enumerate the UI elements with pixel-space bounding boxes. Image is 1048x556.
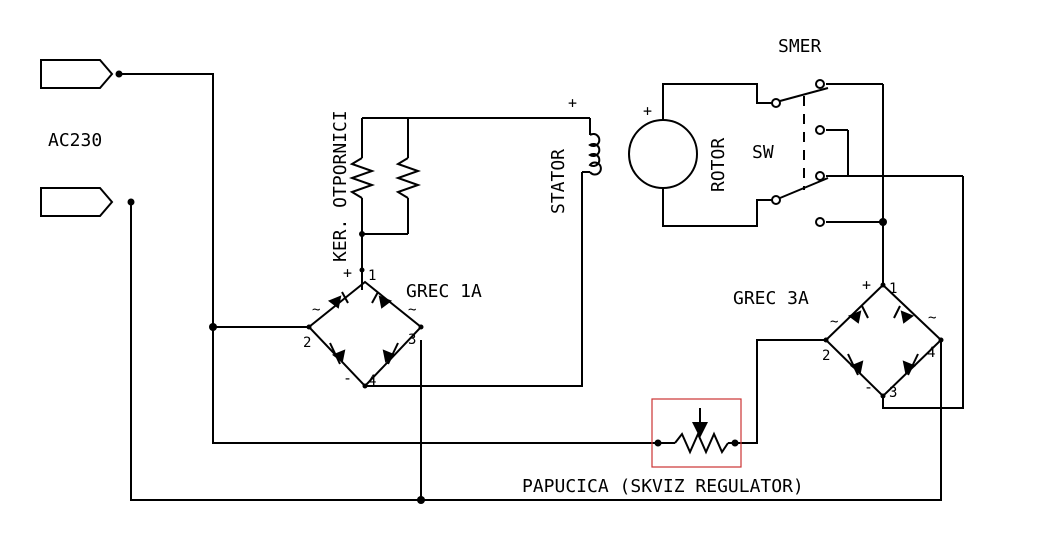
- direction-switch: [771, 79, 829, 227]
- bridge2-pin1: 1: [889, 281, 897, 297]
- bridge-rectifier-2: [824, 283, 943, 398]
- bridge1-tilde-right: ~: [408, 302, 416, 318]
- papucica-label: PAPUCICA (SKVIZ REGULATOR): [522, 476, 804, 497]
- regulator-highlight-box: [651, 398, 742, 468]
- ceramic-resistor-left: [348, 157, 376, 199]
- smer-label: SMER: [778, 36, 822, 57]
- bridge2-tilde-left: ~: [830, 314, 838, 330]
- ac-connector-top: [40, 59, 123, 89]
- stator-coil: [588, 133, 602, 176]
- ceramic-resistor-right: [394, 157, 422, 199]
- bridge1-minus: -: [343, 369, 352, 387]
- junctions: [209, 218, 944, 504]
- bridge2-pin3: 3: [889, 385, 897, 401]
- sw-label: SW: [752, 142, 774, 163]
- motor-plus: +: [643, 102, 652, 120]
- motor-icon: [628, 119, 698, 189]
- bridge1-pin4: 4: [368, 373, 376, 389]
- bridge1-tilde-left: ~: [312, 302, 320, 318]
- wires: [119, 73, 964, 501]
- bridge2-pin4: 4: [927, 345, 935, 361]
- ker-otpornici-label: KER. OTPORNICI: [330, 110, 351, 262]
- ac230-label: AC230: [48, 130, 102, 151]
- stator-label: STATOR: [548, 149, 569, 214]
- bridge1-pin3: 3: [408, 332, 416, 348]
- ac-connector-bottom: [40, 187, 135, 217]
- bridge1-pin1: 1: [368, 268, 376, 284]
- bridge2-plus: +: [862, 276, 871, 294]
- bridge1-pin2: 2: [303, 335, 311, 351]
- stator-plus: +: [568, 94, 577, 112]
- bridge2-pin2: 2: [822, 348, 830, 364]
- grec3-label: GREC 3A: [733, 288, 809, 309]
- potentiometer: [654, 408, 739, 455]
- bridge1-plus: +: [343, 264, 352, 282]
- bridge-rectifier-1: [307, 280, 423, 388]
- rotor-label: ROTOR: [708, 138, 729, 192]
- grec1-label: GREC 1A: [406, 281, 482, 302]
- bridge2-minus: -: [864, 378, 873, 396]
- bridge2-tilde-right: ~: [928, 310, 936, 326]
